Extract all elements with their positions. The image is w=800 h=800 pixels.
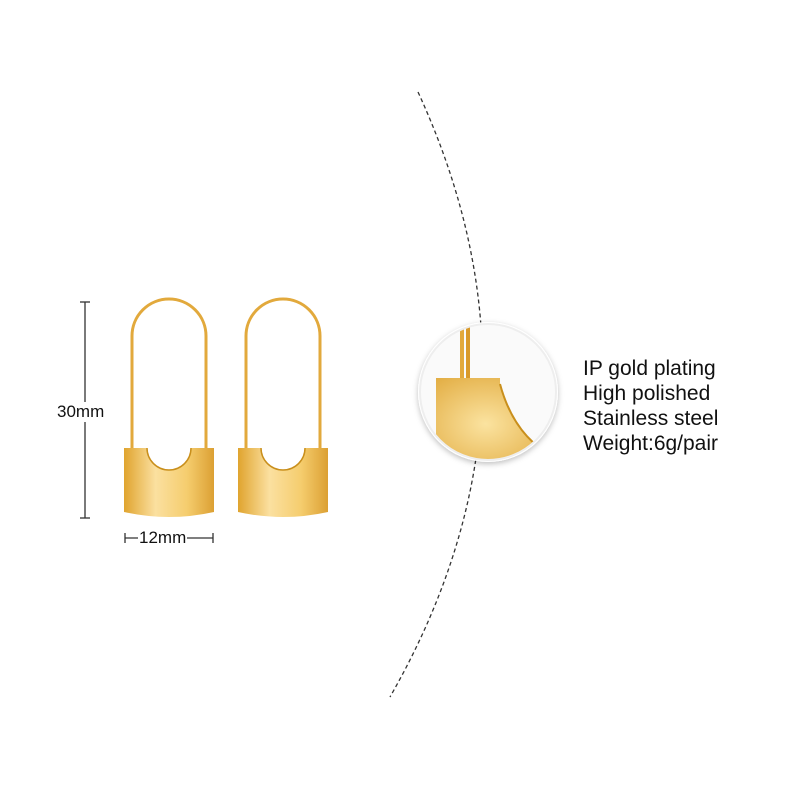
spec-weight: Weight:6g/pair	[583, 432, 719, 455]
earring-left	[124, 297, 214, 517]
width-label: 12mm	[138, 528, 188, 548]
dashed-arc	[389, 91, 484, 698]
spec-finish: High polished	[583, 382, 711, 405]
zoom-detail-circle	[418, 322, 558, 462]
spec-material: Stainless steel	[583, 407, 719, 430]
spec-plating: IP gold plating	[583, 357, 716, 380]
height-label: 30mm	[56, 402, 106, 422]
spec-list: IP gold plating High polished Stainless …	[583, 356, 718, 456]
earring-right	[238, 297, 328, 517]
